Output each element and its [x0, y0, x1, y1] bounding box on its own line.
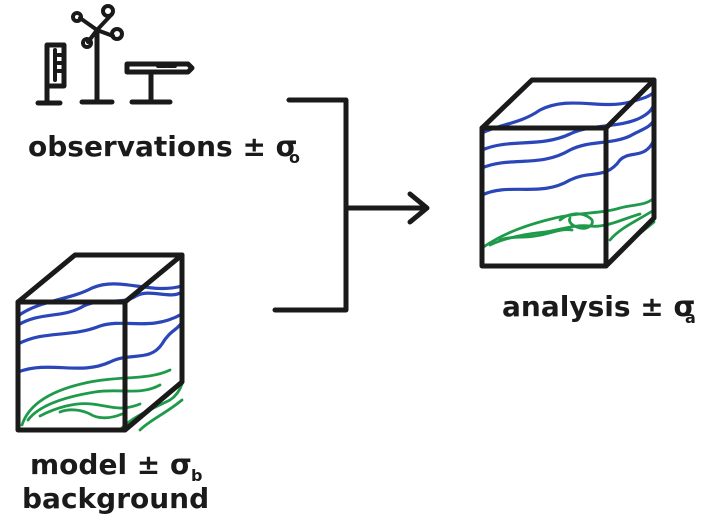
- svg-text:analysis ± σ: analysis ± σ: [502, 290, 695, 323]
- svg-text:observations ± σ: observations ± σ: [28, 130, 297, 163]
- svg-text:model ± σ: model ± σ: [30, 448, 192, 481]
- svg-text:a: a: [685, 308, 696, 327]
- background-label: background: [22, 482, 209, 515]
- rain-gauge-icon: [124, 61, 195, 105]
- svg-text:b: b: [191, 466, 202, 485]
- combine-bracket: [272, 97, 430, 313]
- model-cube: [15, 252, 185, 433]
- anemometer-icon: [71, 4, 124, 105]
- observations-label: observations ± σ o: [28, 130, 300, 167]
- analysis-cube: [479, 77, 657, 269]
- thermometer-icon: [35, 42, 67, 106]
- model-label: model ± σ b: [30, 448, 202, 485]
- analysis-label: analysis ± σ a: [502, 290, 696, 327]
- svg-text:o: o: [289, 148, 300, 167]
